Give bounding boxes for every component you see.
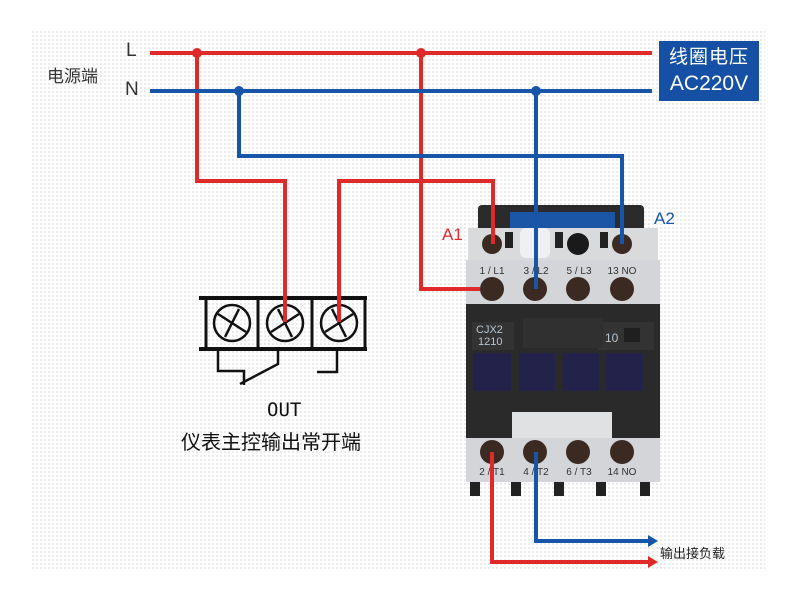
terminal-label-T2: 4 / T2 — [523, 467, 549, 478]
foot — [470, 482, 480, 496]
load-output-label: 输出接负载 — [660, 547, 726, 562]
neutral-to-A2 — [237, 91, 624, 244]
coil-terminal-A1-label: A1 — [442, 225, 463, 244]
line-N-label: N — [125, 79, 139, 100]
terminal-screw-13NO — [610, 277, 634, 301]
junction-dot — [192, 48, 202, 58]
indicator-window-left — [473, 353, 511, 391]
line-L-label: L — [126, 40, 137, 61]
coil-voltage-value: AC220V — [669, 72, 749, 95]
arrow-right-icon — [648, 556, 658, 568]
center-block — [523, 318, 603, 348]
terminal-label-L1: 1 / L1 — [479, 266, 504, 277]
terminal-screw-T3 — [566, 440, 590, 464]
terminal-label-T3: 6 / T3 — [566, 467, 592, 478]
indicator-window-mid-right — [563, 353, 599, 391]
live-wires — [150, 51, 652, 564]
adjust-screw — [567, 233, 589, 255]
terminal-label-L2: 3 / L2 — [523, 266, 548, 277]
foot — [640, 482, 650, 496]
indicator-window-mid-left — [519, 353, 555, 391]
model-number-line1: CJX2 — [476, 324, 503, 336]
contactor-labels: 1 / L1 3 / L2 5 / L3 13 NO 2 / T1 4 / T2… — [442, 209, 675, 478]
power-source-label: 电源端 — [47, 67, 98, 87]
slot — [600, 232, 608, 248]
coil-voltage-title: 线圈电压 — [668, 47, 749, 68]
switch-blade — [239, 349, 280, 386]
junction-dot — [531, 86, 541, 96]
controller-output-description: 仪表主控输出常开端 — [181, 430, 361, 454]
switch-lead-right — [317, 349, 339, 374]
neutral-wires — [150, 89, 652, 543]
switch-lead-left — [216, 349, 246, 385]
T1-to-load — [490, 452, 648, 564]
terminal-label-14NO: 14 NO — [608, 467, 637, 478]
contactor-coil-label-plate — [510, 212, 615, 230]
model-plate — [472, 322, 514, 350]
foot — [511, 482, 521, 496]
slot — [555, 232, 563, 248]
junction-dot — [416, 48, 426, 58]
terminal-label-L3: 5 / L3 — [566, 266, 591, 277]
screw-icon — [319, 303, 359, 343]
screw-icon — [212, 303, 252, 343]
slot — [505, 232, 513, 248]
out-label: OUT — [267, 399, 302, 421]
contactor — [466, 205, 660, 496]
controller-to-A1 — [337, 179, 495, 322]
terminal-label-T1: 2 / T1 — [479, 467, 505, 478]
live-to-L1 — [419, 53, 480, 291]
aux-contact-label: 10 — [605, 331, 619, 345]
coil-voltage-badge: 线圈电压 AC220V — [659, 41, 759, 101]
T2-to-load — [534, 452, 648, 543]
junction-dot — [234, 86, 244, 96]
terminal-label-13NO: 13 NO — [608, 266, 637, 277]
arrow-right-icon — [648, 535, 658, 547]
terminal-screw-14NO — [610, 440, 634, 464]
terminal-screw-L3 — [566, 277, 590, 301]
terminal-screw-L1 — [480, 277, 504, 301]
live-to-controller — [195, 53, 287, 322]
model-number-line2: 1210 — [478, 336, 502, 348]
indicator-window-right — [605, 353, 643, 391]
foot — [554, 482, 564, 496]
bottom-cover-plate — [512, 412, 612, 440]
coil-terminal-A2-label: A2 — [654, 209, 675, 228]
aux-window — [624, 328, 640, 342]
foot — [596, 482, 606, 496]
